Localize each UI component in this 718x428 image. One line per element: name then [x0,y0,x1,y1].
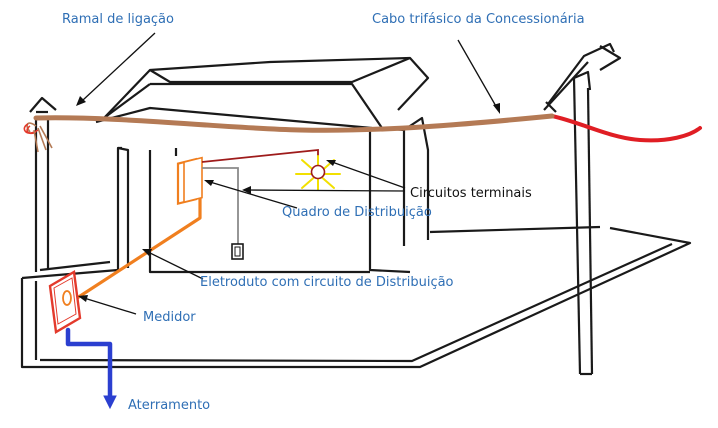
leader-lines [82,32,498,315]
distribution-board [176,156,203,205]
meter [48,270,82,334]
label-cabo-trifasico: Cabo trifásico da Concessionária [372,12,585,27]
conduit-orange [73,190,202,302]
leader-arrowheads [76,96,500,302]
service-entrance-wires [23,122,53,153]
utility-red-cable [550,114,702,143]
label-circuitos-terminais: Circuitos terminais [410,186,532,201]
service-drop-cable [33,113,555,133]
ground-plane [20,225,692,369]
label-aterramento: Aterramento [128,398,211,413]
label-quadro-de-distribuicao: Quadro de Distribuição [282,205,432,220]
grounding-wire [65,327,113,399]
label-ramal-de-ligacao: Ramal de ligação [62,12,174,27]
outlet-icon [231,243,244,260]
label-medidor: Medidor [143,310,196,325]
grounding-arrow-icon [103,395,117,410]
label-eletroduto: Eletroduto com circuito de Distribuição [200,275,454,290]
utility-pole [543,42,622,376]
